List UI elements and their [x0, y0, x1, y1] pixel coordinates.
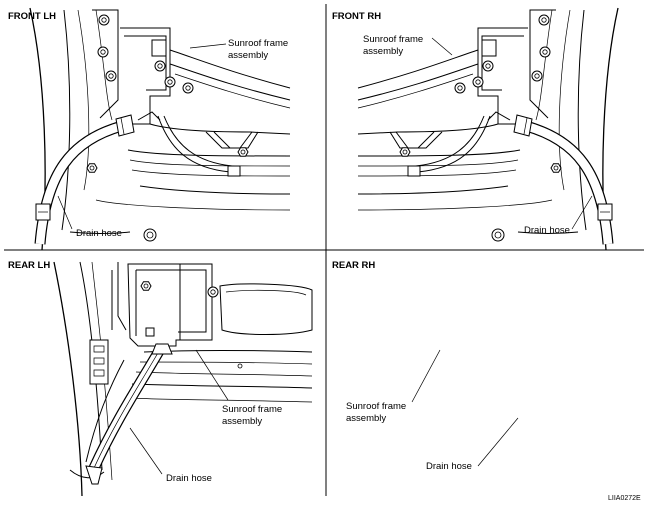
callout-assembly: assembly	[363, 46, 403, 57]
callout-drain-hose: Drain hose	[166, 473, 212, 484]
panel-title: FRONT RH	[332, 11, 381, 22]
callout-drain-hose: Drain hose	[426, 461, 472, 472]
leader-line-hose	[57, 195, 73, 230]
leader-line-frame	[431, 37, 453, 56]
panel-front-lh: FRONT LH Sunroof frame assembly Drain ho…	[8, 8, 290, 250]
callout-sunroof-frame: Sunroof frame	[363, 34, 423, 45]
callout-sunroof-frame: Sunroof frame	[346, 401, 406, 412]
figure-id: LIIA0272E	[608, 495, 641, 502]
panel-title: REAR LH	[8, 260, 50, 271]
leader-line-frame	[195, 349, 229, 401]
leader-line-hose	[477, 417, 519, 467]
panel-front-rh: FRONT RH Sunroof frame assembly Drain ho…	[332, 8, 618, 250]
callout-sunroof-frame: Sunroof frame	[228, 38, 288, 49]
callout-drain-hose: Drain hose	[524, 225, 570, 236]
callout-drain-hose: Drain hose	[76, 228, 122, 239]
callout-assembly: assembly	[346, 413, 386, 424]
panel-rear-rh: REAR RH Sunroof frame assembly Drain hos…	[332, 260, 519, 472]
leader-line-hose	[571, 195, 593, 230]
panel-rear-lh: REAR LH Sunroof frame assembly Drain hos…	[8, 260, 312, 496]
callout-assembly: assembly	[228, 50, 268, 61]
leader-line-frame	[411, 349, 441, 403]
callout-assembly: assembly	[222, 416, 262, 427]
leader-line-hose	[129, 427, 163, 475]
callout-sunroof-frame: Sunroof frame	[222, 404, 282, 415]
leader-line-frame	[189, 43, 227, 49]
panel-title: REAR RH	[332, 260, 375, 271]
panel-title: FRONT LH	[8, 11, 56, 22]
rear-lh-illustration	[54, 262, 312, 496]
